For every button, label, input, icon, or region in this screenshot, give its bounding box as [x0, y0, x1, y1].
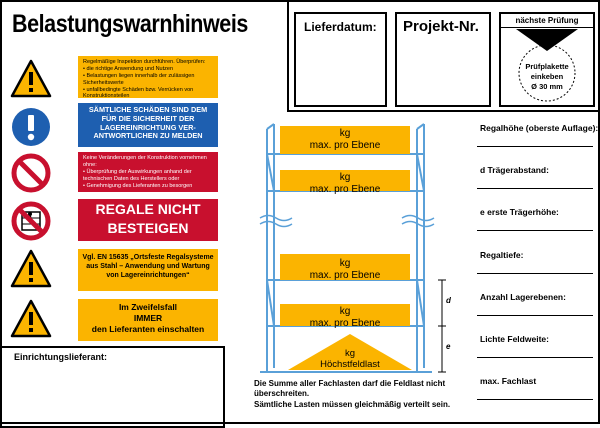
header-frame: [287, 0, 600, 112]
no-modification-panel: Keine Veränderungen der Konstruktion vor…: [78, 152, 218, 192]
contact-supplier-panel: Im Zweifelsfall IMMER den Lieferanten ei…: [78, 299, 218, 341]
warning-triangle-icon: [10, 299, 52, 338]
spec-label-rack-height: Regalhöhe (oberste Auflage):: [480, 123, 599, 133]
spec-label-beam-spacing: d Trägerabstand:: [480, 165, 549, 175]
sticker-text: Prüfplakette einkeben Ø 30 mm: [525, 62, 569, 92]
standard-reference-panel: Vgl. EN 15635 „Ortsfeste Regalsysteme au…: [78, 249, 218, 291]
dimension-d-label: d: [446, 296, 451, 305]
supplier-box: Einrichtungslieferant:: [0, 346, 225, 428]
spec-line: [477, 146, 593, 147]
rack-diagram: [259, 123, 446, 373]
no-climbing-icon: [11, 201, 51, 241]
spec-line: [477, 315, 593, 316]
next-inspection-box: nächste Prüfung Prüfplakette einkeben Ø …: [499, 12, 595, 107]
project-number-box: Projekt-Nr.: [395, 12, 491, 107]
sign-title: Belastungswarnhinweis: [12, 10, 248, 38]
spec-line: [477, 273, 593, 274]
inspection-panel: Regelmäßige Inspektion durchführen. Über…: [78, 56, 218, 99]
spec-label-clear-bay-width: Lichte Feldweite:: [480, 334, 549, 344]
inspection-sticker-icon: [516, 29, 578, 102]
spec-label-storage-levels: Anzahl Lagerebenen:: [480, 292, 566, 302]
no-climbing-panel: REGALE NICHT BESTEIGEN: [78, 199, 218, 241]
warning-triangle-icon: [10, 249, 52, 288]
spec-line: [477, 399, 593, 400]
damage-report-panel: SÄMTLICHE SCHÄDEN SIND DEM FÜR DIE SICHE…: [78, 103, 218, 147]
mandatory-info-icon: [12, 108, 50, 146]
delivery-date-box: Lieferdatum:: [294, 12, 387, 107]
spec-label-max-shelf-load: max. Fachlast: [480, 376, 537, 386]
dimension-e-label: e: [446, 342, 451, 351]
next-inspection-label: nächste Prüfung: [501, 14, 593, 28]
warning-triangle-icon: [10, 59, 52, 98]
delivery-date-label: Lieferdatum:: [304, 20, 377, 34]
spec-label-rack-depth: Regaltiefe:: [480, 250, 524, 260]
project-number-label: Projekt-Nr.: [403, 18, 479, 35]
spec-label-first-beam-height: e erste Trägerhöhe:: [480, 207, 559, 217]
supplier-label: Einrichtungslieferant:: [14, 352, 108, 362]
spec-line: [477, 230, 593, 231]
prohibition-icon: [11, 153, 51, 193]
spec-line: [477, 357, 593, 358]
spec-line: [477, 188, 593, 189]
load-distribution-note: Die Summe aller Fachlasten darf die Feld…: [254, 379, 451, 409]
